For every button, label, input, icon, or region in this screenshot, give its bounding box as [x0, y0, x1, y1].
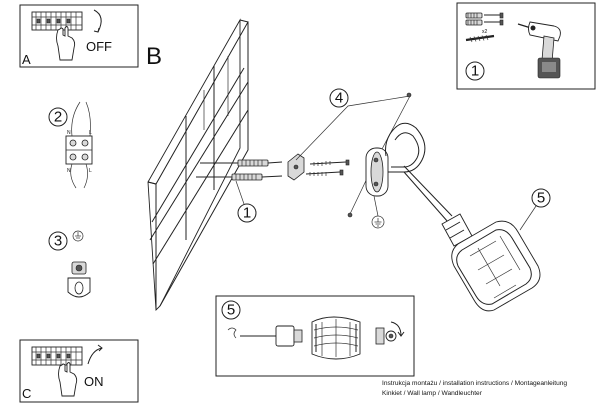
rotate-arrow-icon — [87, 347, 103, 365]
panel-a-letter: A — [22, 52, 31, 67]
ground-symbol-icon — [72, 230, 84, 242]
cable-break-icon — [227, 327, 237, 339]
screwdriver-bit-icon — [465, 34, 495, 43]
wall-step-number: 1 — [243, 205, 251, 222]
shade-detail-frame — [215, 295, 415, 377]
lamp-body — [365, 122, 453, 229]
panel-a-frame — [19, 4, 139, 68]
step-5-number: 5 — [537, 190, 545, 207]
wall-plug-icon — [465, 12, 483, 26]
cage-shade-icon — [451, 220, 541, 312]
screw-head-icon — [347, 212, 353, 218]
locking-ring-icon — [375, 321, 405, 345]
mounting-bracket-step: 4 — [287, 88, 412, 218]
step-4-marker — [329, 88, 349, 108]
supply-wires — [71, 101, 91, 137]
lamp-wires — [70, 163, 88, 189]
lamp-arm-loop — [385, 122, 426, 173]
fuse-box-icon — [31, 346, 83, 366]
step-5-marker — [531, 188, 551, 208]
step-4-number: 4 — [335, 90, 343, 107]
wire-connection-step: 2 N L N L — [48, 101, 93, 189]
step-5-detail-number: 5 — [227, 302, 235, 319]
lamp-arm — [403, 165, 453, 223]
cage-shade-detail-icon — [311, 316, 361, 360]
terminal-l-label-lower: L — [89, 168, 92, 174]
tools-panel: x2 1 — [456, 2, 596, 90]
lamp-shade-step: 5 — [441, 188, 551, 312]
caption-line-1: Instrukcja montażu / installation instru… — [382, 380, 567, 387]
wall-illustration — [147, 18, 249, 312]
screw-icon — [484, 12, 504, 26]
hand-icon — [58, 362, 78, 397]
step-2-marker — [48, 107, 68, 127]
panel-a-switch-off: OFF A — [19, 4, 139, 68]
exploded-view-lines — [295, 95, 411, 215]
ground-terminal-icon — [67, 261, 91, 298]
screw-icon — [305, 159, 350, 176]
socket-icon — [275, 325, 295, 347]
screw-head-icon — [406, 92, 412, 98]
step-3-marker — [48, 231, 68, 251]
panel-b-letter: B — [146, 43, 162, 70]
caption-line-2: Kinkiet / Wall lamp / Wandleuchter — [382, 390, 483, 397]
panel-c-frame — [19, 339, 139, 403]
panel-c-switch-text: ON — [84, 374, 104, 389]
terminal-l-label: L — [89, 130, 92, 136]
step-2-number: 2 — [54, 109, 62, 126]
wall-anchors-step: 1 — [196, 159, 283, 223]
tools-step-number: 1 — [471, 63, 479, 80]
quantity-label: x2 — [482, 29, 488, 35]
drill-icon — [517, 21, 561, 79]
panel-a-switch-text: OFF — [86, 39, 112, 54]
fuse-box-icon — [31, 11, 83, 31]
rotate-arrow-icon — [93, 9, 102, 33]
tools-frame — [456, 2, 596, 90]
hand-icon — [56, 26, 76, 61]
ground-connection-step: 3 — [48, 230, 91, 298]
step-5-detail-marker — [221, 300, 241, 320]
panel-c-switch-on: ON C — [19, 339, 139, 403]
ground-symbol-icon — [371, 215, 385, 229]
terminal-n-label-lower: N — [67, 168, 71, 174]
step-3-number: 3 — [54, 233, 62, 250]
terminal-n-label: N — [67, 130, 71, 136]
step-1-wall-marker — [237, 203, 257, 223]
panel-c-letter: C — [22, 386, 31, 401]
shade-detail-panel: 5 — [215, 295, 415, 377]
step-1-marker — [465, 61, 485, 81]
terminal-block-icon — [65, 135, 93, 165]
